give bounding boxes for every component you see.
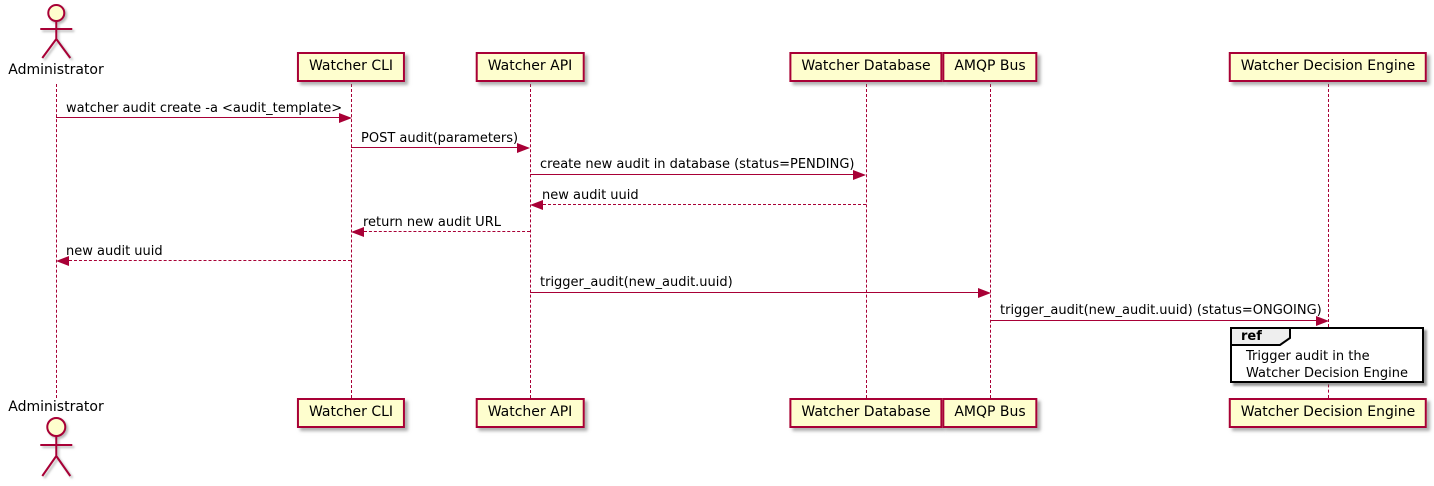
ref-tab-icon xyxy=(1230,327,1291,346)
actor-label: Administrator xyxy=(8,399,104,415)
lifeline-watcher-database xyxy=(866,84,867,398)
message-7-line xyxy=(530,292,978,293)
message-2-arrowhead-icon xyxy=(517,143,530,153)
message-3-arrowhead-icon xyxy=(853,170,866,180)
message-7-label: trigger_audit(new_audit.uuid) xyxy=(540,275,733,290)
message-5-line xyxy=(364,231,530,232)
lifeline-watcher-api xyxy=(530,84,531,398)
participant-watcher-api-bottom: Watcher API xyxy=(475,398,585,428)
lifeline-amqp-bus xyxy=(990,84,991,398)
actor-label: Administrator xyxy=(8,62,104,78)
participant-watcher-decision-engine-bottom: Watcher Decision Engine xyxy=(1228,398,1428,428)
message-5-label: return new audit URL xyxy=(363,215,501,230)
message-2-label: POST audit(parameters) xyxy=(361,131,519,146)
message-5-arrowhead-icon xyxy=(351,227,364,237)
message-4-line xyxy=(543,204,866,205)
participant-watcher-database-bottom: Watcher Database xyxy=(789,398,943,428)
lifeline-watcher-cli xyxy=(351,84,352,398)
lifeline-watcher-decision-engine-lower xyxy=(1328,379,1329,398)
message-1-arrowhead-icon xyxy=(339,113,352,123)
lifeline-administrator xyxy=(56,84,57,398)
message-8-label: trigger_audit(new_audit.uuid) (status=ON… xyxy=(1000,303,1322,318)
ref-text-line1: Trigger audit in the xyxy=(1246,349,1370,364)
participant-watcher-decision-engine-top: Watcher Decision Engine xyxy=(1228,52,1428,82)
message-3-line xyxy=(530,174,853,175)
message-1-label: watcher audit create -a <audit_template> xyxy=(66,101,343,116)
participant-watcher-cli-bottom: Watcher CLI xyxy=(296,398,406,428)
message-6-label: new audit uuid xyxy=(66,244,163,259)
participant-amqp-bus-bottom: AMQP Bus xyxy=(942,398,1038,428)
ref-text-line2: Watcher Decision Engine xyxy=(1246,366,1408,381)
message-6-line xyxy=(69,260,351,261)
ref-tag: ref xyxy=(1241,329,1262,344)
participant-watcher-database-top: Watcher Database xyxy=(789,52,943,82)
actor-icon xyxy=(40,4,72,59)
message-4-label: new audit uuid xyxy=(542,188,639,203)
lifeline-watcher-decision-engine xyxy=(1328,84,1329,327)
message-6-arrowhead-icon xyxy=(56,256,69,266)
message-2-line xyxy=(351,147,517,148)
message-1-line xyxy=(56,117,339,118)
participant-watcher-api-top: Watcher API xyxy=(475,52,585,82)
actor-administrator-bottom: Administrator xyxy=(8,398,104,481)
participant-amqp-bus-top: AMQP Bus xyxy=(942,52,1038,82)
message-8-arrowhead-icon xyxy=(1316,316,1329,326)
message-4-arrowhead-icon xyxy=(530,200,543,210)
message-3-label: create new audit in database (status=PEN… xyxy=(540,157,855,172)
message-8-line xyxy=(990,320,1316,321)
participant-watcher-cli-top: Watcher CLI xyxy=(296,52,406,82)
actor-icon xyxy=(40,417,72,477)
ref-fragment: ref Trigger audit in the Watcher Decisio… xyxy=(1230,327,1424,383)
message-7-arrowhead-icon xyxy=(978,288,991,298)
actor-administrator-top: Administrator xyxy=(8,3,104,78)
